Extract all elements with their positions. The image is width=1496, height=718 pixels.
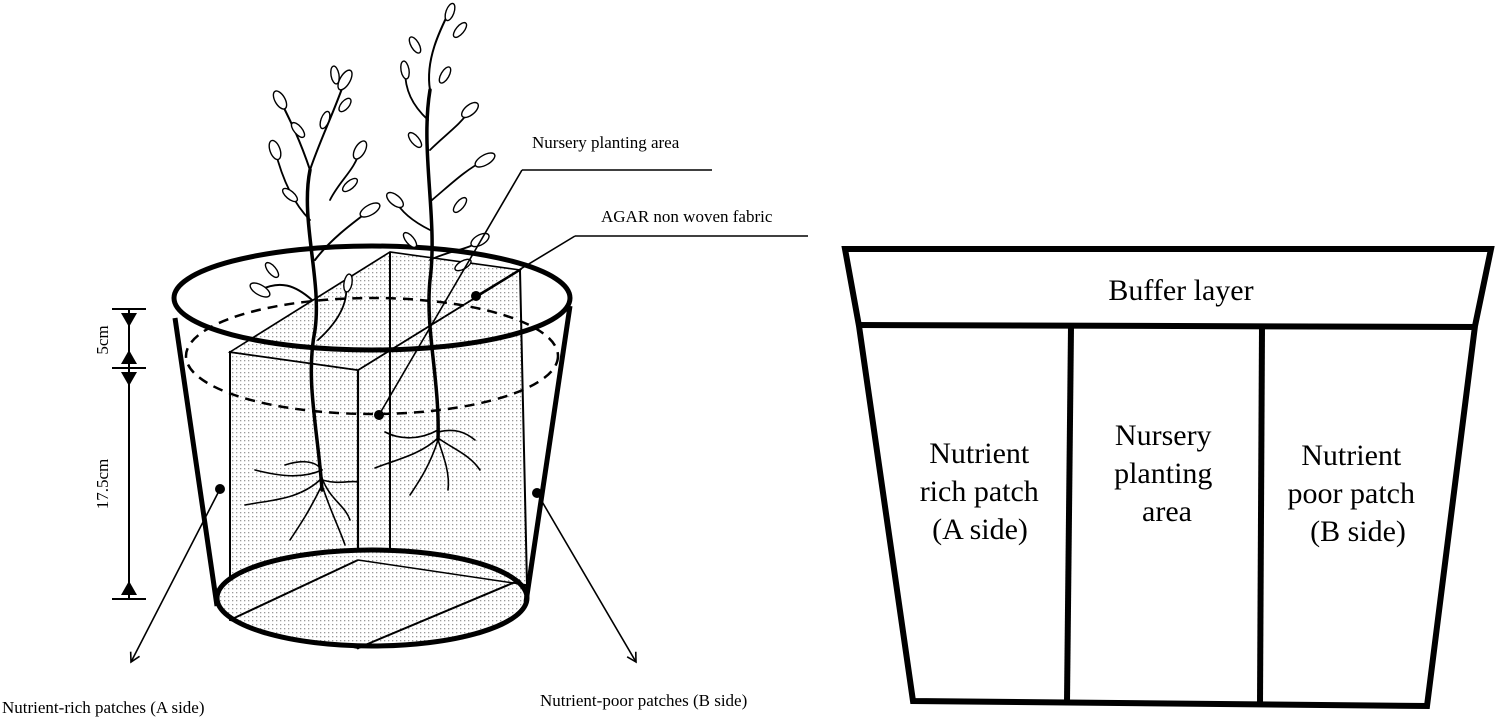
callout-nursery-label: Nursery planting area: [532, 133, 680, 152]
poor-patch-line-2: poor patch: [1288, 477, 1415, 510]
nursery-line-2: planting: [1114, 457, 1212, 490]
callout-nursery-leader: [374, 169, 712, 420]
poor-patch-line-1: Nutrient: [1301, 439, 1402, 472]
partition-left: [1064, 326, 1074, 703]
nursery-area-label: Nursery planting area: [1114, 419, 1220, 528]
partition-right: [1257, 326, 1265, 705]
callout-agar-label: AGAR non woven fabric: [601, 207, 773, 226]
seedling-right: [374, 2, 496, 496]
dimension-label-5cm: 5cm: [93, 325, 112, 354]
rich-patch-line-1: Nutrient: [929, 437, 1030, 470]
nursery-line-1: Nursery: [1115, 419, 1212, 452]
nursery-line-3: area: [1142, 495, 1192, 528]
pot-wall-right: [523, 305, 573, 603]
dimension-label-17-5cm: 17.5cm: [93, 459, 112, 510]
soil-line: [184, 296, 560, 416]
buffer-divider: [856, 322, 1478, 330]
buffer-layer-label: Buffer layer: [1108, 274, 1253, 307]
callout-rich-leader: [129, 484, 225, 664]
pot-base: [214, 547, 530, 649]
rich-patch-label: Nutrient rich patch (A side): [920, 437, 1047, 546]
callout-agar-leader: [471, 235, 808, 301]
seedling-left: [244, 65, 381, 546]
pot-wall-left: [172, 317, 220, 607]
callout-rich-label: Nutrient-rich patches (A side): [2, 698, 205, 717]
callout-poor-leader: [532, 488, 637, 664]
pot-rim: [171, 243, 573, 353]
callout-poor-label: Nutrient-poor patches (B side): [540, 691, 747, 710]
cross-section-diagram: Buffer layer Nutrient rich patch (A side…: [841, 246, 1495, 710]
poor-patch-label: Nutrient poor patch (B side): [1288, 439, 1423, 548]
poor-patch-line-3: (B side): [1310, 515, 1406, 548]
rich-patch-line-2: rich patch: [920, 475, 1039, 508]
pot-illustration: 5cm 17.5cm Nursery planting area AGAR no…: [2, 2, 808, 717]
dimension-markers: [112, 308, 146, 600]
rich-patch-line-3: (A side): [932, 513, 1028, 546]
